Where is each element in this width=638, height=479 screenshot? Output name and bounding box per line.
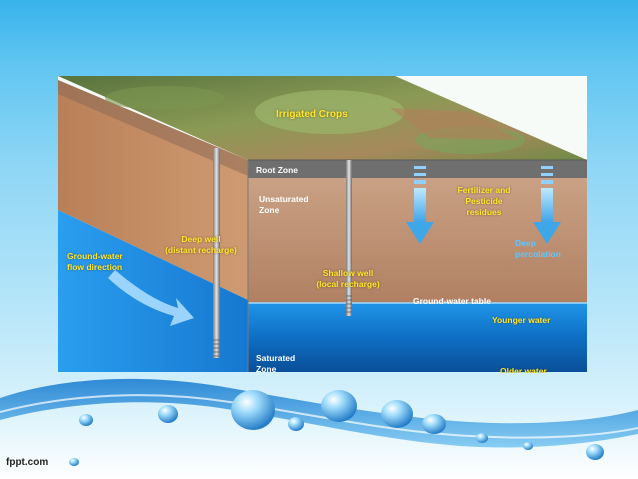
irrigated-crops-label: Irrigated Crops (276, 109, 348, 120)
fertilizer-arrow (406, 166, 434, 244)
footer-brand: fppt.com (6, 457, 49, 468)
left-face-soil (58, 80, 248, 300)
deep-percolation-label: Deep percolation (515, 238, 561, 259)
crop-circle (105, 86, 225, 110)
fertilizer-label: Fertilizer and Pesticide residues (457, 185, 511, 217)
left-face-root-band (58, 80, 248, 176)
older-water-label: Older water (500, 366, 547, 373)
water-droplets (69, 390, 604, 466)
deep-well (213, 148, 220, 358)
groundwater-flow-label: Ground-water flow direction (67, 251, 123, 272)
shallow-well-label: Shallow well (local recharge) (316, 268, 380, 289)
younger-water-label: Younger water (492, 315, 551, 325)
root-zone-label: Root Zone (256, 165, 299, 175)
saturated-zone-label: Saturated Zone (256, 353, 296, 372)
shallow-well-screen (346, 295, 352, 313)
groundwater-flow-arrow (108, 270, 194, 326)
unsaturated-zone-label: Unsaturated Zone (259, 194, 309, 215)
right-face-water (248, 303, 587, 372)
deep-well-screen (213, 339, 220, 357)
water-table-label: Ground-water table (413, 296, 491, 306)
plowed-field (390, 108, 520, 140)
left-face-water (58, 210, 248, 372)
crop-circle (255, 90, 405, 134)
deep-percolation-arrow (533, 166, 561, 244)
deep-well-label: Deep well (distant recharge) (165, 234, 237, 255)
shallow-well (346, 160, 352, 316)
